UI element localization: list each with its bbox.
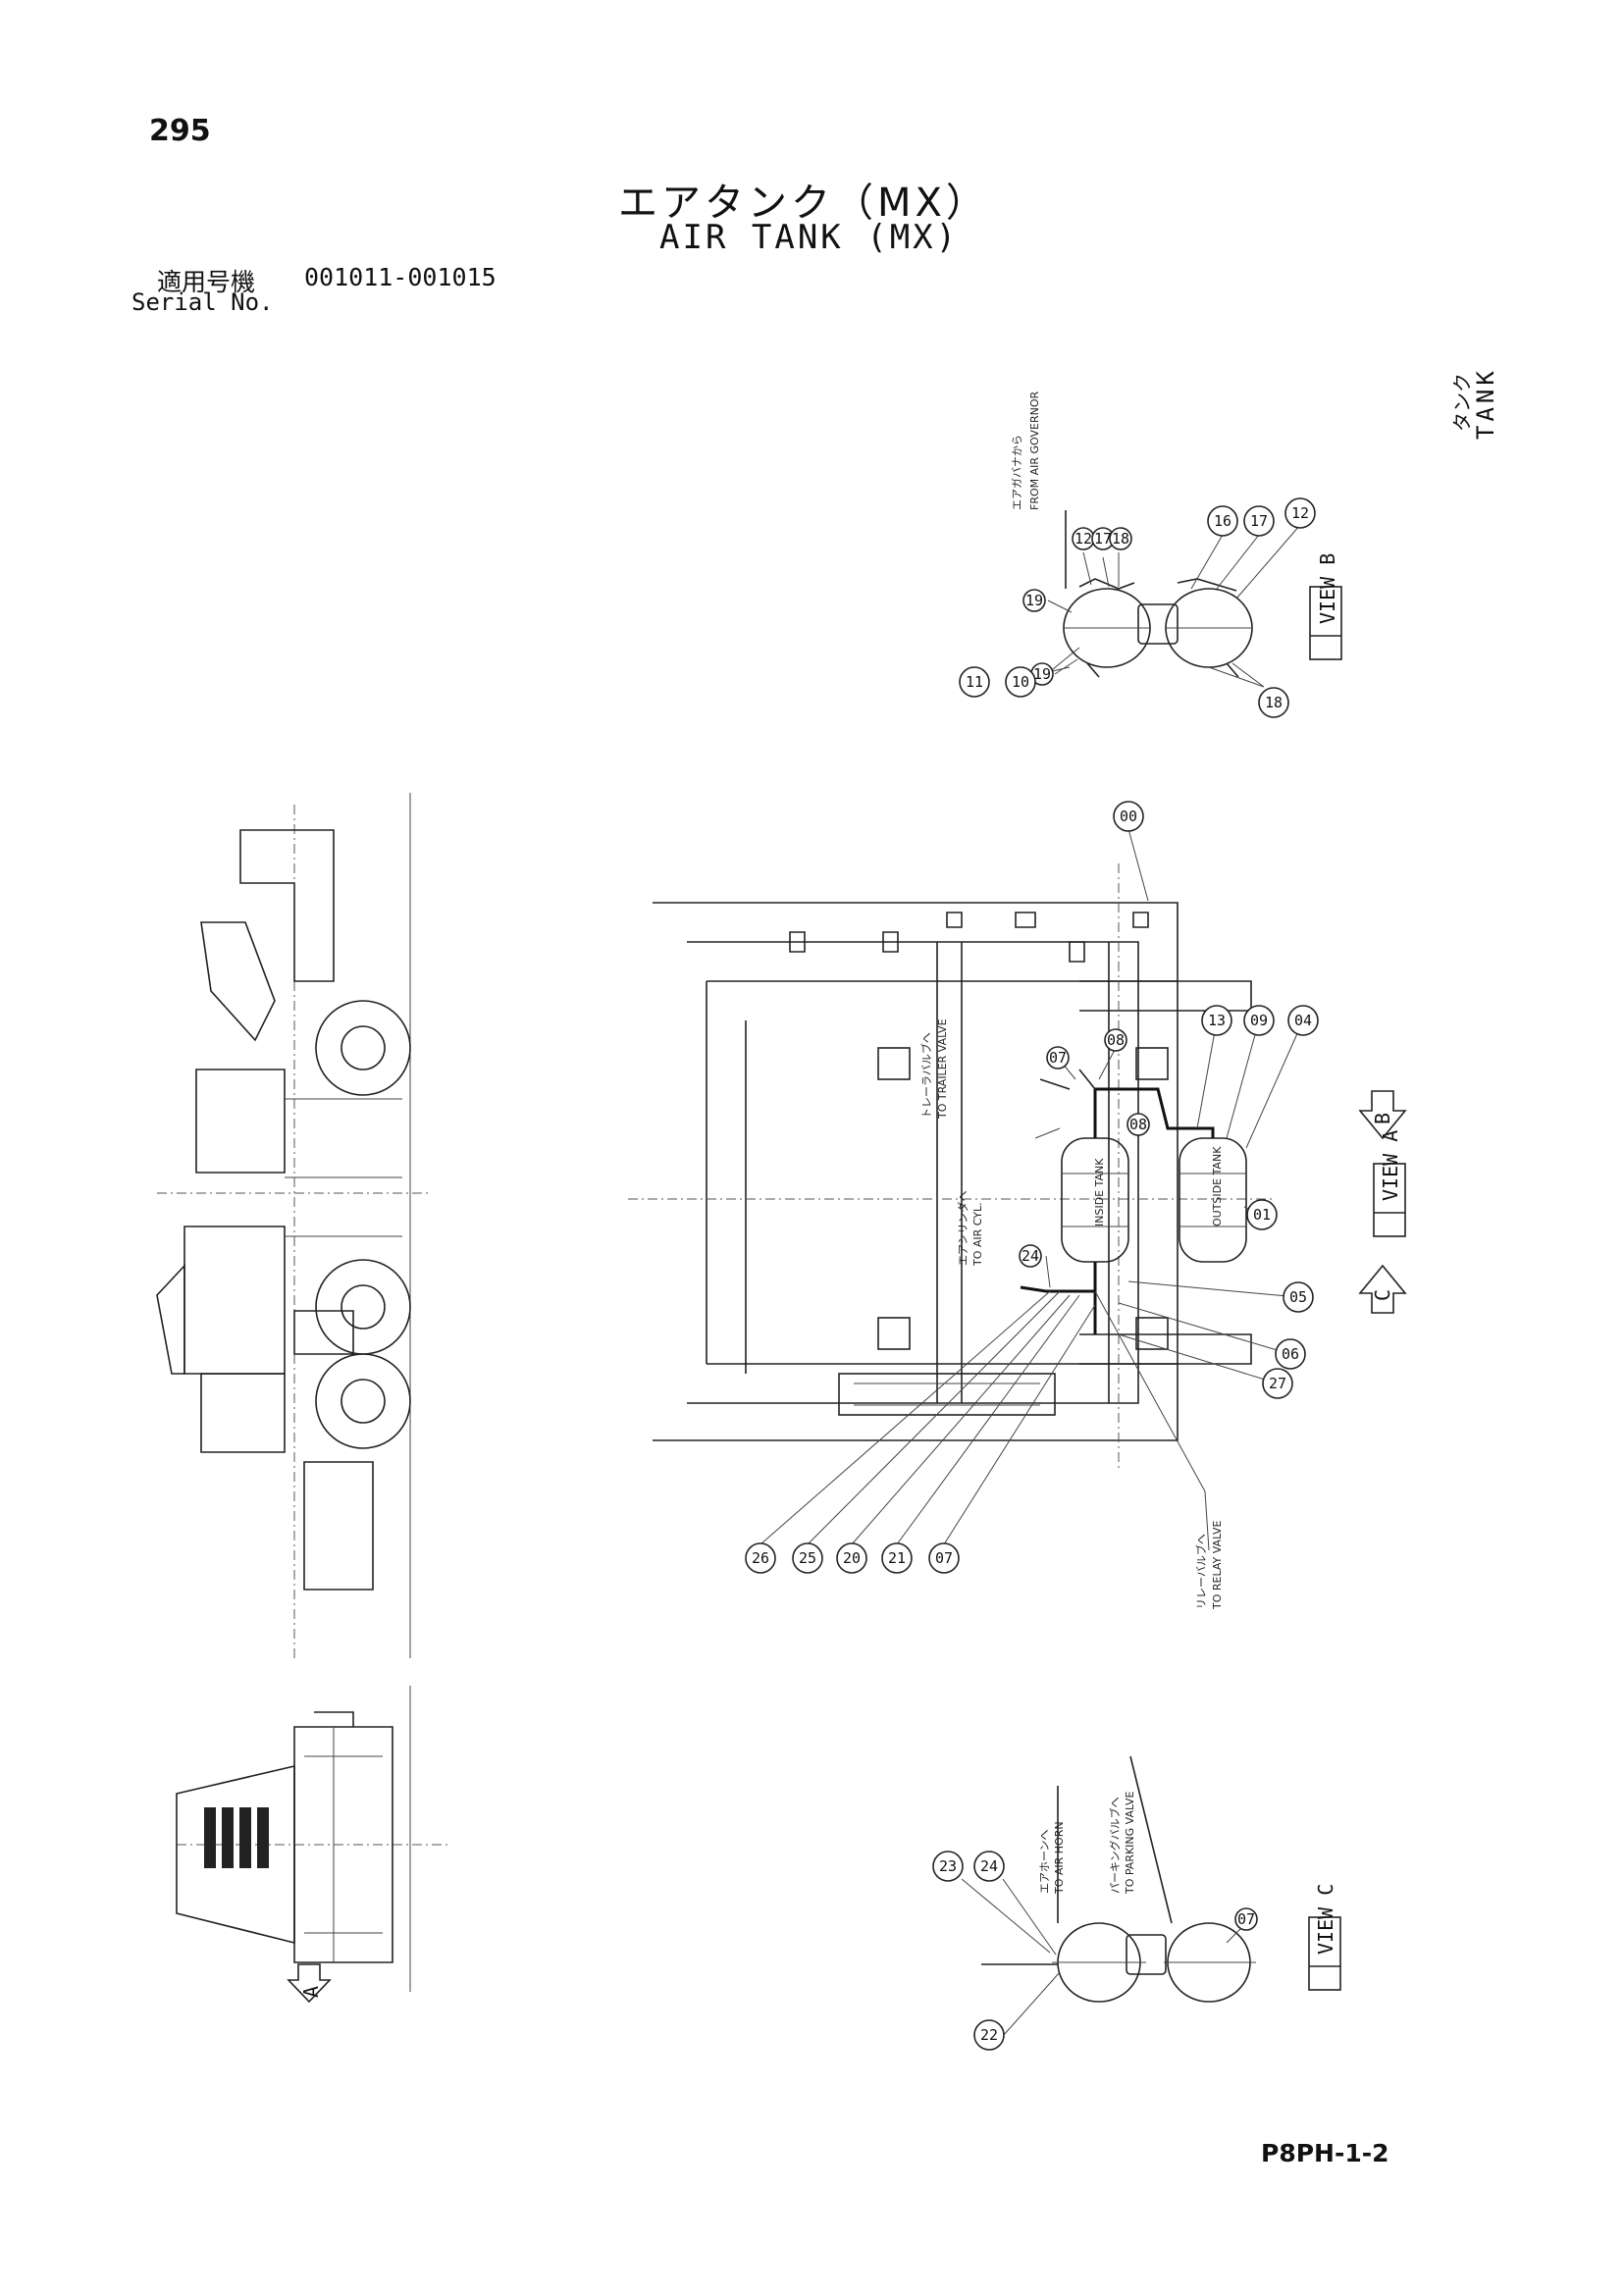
serial-range: 001011-001015 [304, 263, 497, 291]
arrow-c-letter: C [1371, 1289, 1394, 1301]
callout-label: 00 [1120, 808, 1137, 825]
callout-label: 01 [1253, 1206, 1271, 1224]
air-cyl-jp: エアシリンダへ [956, 1190, 969, 1266]
main-plan-drawing: INSIDE TANK OUTSIDE TANK トレーラバルブへ TO TRA… [628, 801, 1407, 1610]
callout-label: 20 [843, 1549, 861, 1567]
from-governor-en: FROM AIR GOVERNOR [1028, 391, 1041, 510]
trailer-valve-jp: トレーラバルブへ [919, 1032, 933, 1119]
callout-label: 06 [1282, 1345, 1299, 1363]
callout-label: 26 [752, 1549, 769, 1567]
page-title-english: AIR TANK (MX) [659, 218, 960, 257]
callout-label: 10 [1012, 673, 1029, 691]
view-b-drawing: VIEW B エアガバナから FROM AIR GOVERNOR 12 17 1… [959, 391, 1342, 718]
air-cyl-en: TO AIR CYL. [971, 1202, 984, 1267]
view-c-callouts: 23 24 22 07 [932, 1851, 1258, 2051]
arrow-a-letter: A [299, 1986, 323, 1998]
page-number: 295 [149, 114, 211, 148]
serial-label-japanese: 適用号機 [157, 268, 256, 296]
callout-label: 18 [1265, 694, 1283, 711]
parking-valve-en: TO PARKING VALVE [1124, 1792, 1136, 1895]
callout-label: 08 [1107, 1031, 1125, 1049]
callout-label: 22 [980, 2026, 998, 2044]
page-title-japanese: エアタンク（MX） [618, 181, 989, 226]
view-b-label: VIEW B [1316, 553, 1339, 624]
view-c-drawing: エアホーンへ TO AIR HORN パーキングバルブへ TO PARKING … [932, 1755, 1341, 2051]
outside-tank-label: OUTSIDE TANK [1211, 1146, 1224, 1226]
callout-label: 12 [1291, 504, 1309, 522]
callout-label: 11 [966, 673, 983, 691]
relay-valve-jp: リレーバルブへ [1194, 1534, 1208, 1609]
from-governor-jp: エアガバナから [1011, 435, 1023, 510]
view-c-label: VIEW C [1314, 1884, 1337, 1955]
callout-label: 07 [1049, 1049, 1067, 1067]
document-code: P8PH-1-2 [1261, 2139, 1389, 2167]
main-view-callouts: 00 13 09 04 01 05 06 27 24 26 25 20 21 0… [745, 801, 1319, 1574]
callout-label: 18 [1112, 530, 1129, 548]
callout-label: 13 [1208, 1012, 1226, 1029]
callout-label: 16 [1214, 512, 1231, 530]
view-b-callouts: 12 17 18 16 17 12 19 19 11 10 18 [959, 497, 1316, 718]
air-horn-jp: エアホーンへ [1038, 1830, 1051, 1894]
callout-label: 12 [1074, 530, 1092, 548]
trailer-valve-en: TO TRAILER VALVE [936, 1018, 949, 1120]
callout-label: 07 [935, 1549, 953, 1567]
parking-valve-jp: パーキングバルブへ [1108, 1797, 1122, 1894]
callout-label: 19 [1025, 592, 1043, 609]
callout-label: 19 [1033, 665, 1051, 683]
callout-label: 17 [1094, 530, 1112, 548]
callout-label: 24 [980, 1857, 998, 1875]
machine-front-view: A [176, 1686, 451, 2004]
callout-label: 08 [1129, 1116, 1147, 1133]
callout-label: 07 [1237, 1910, 1255, 1928]
view-a-label: VIEW A [1379, 1130, 1402, 1201]
inside-tank-label: INSIDE TANK [1093, 1158, 1106, 1226]
callout-label: 23 [939, 1857, 957, 1875]
callout-label: 04 [1294, 1012, 1312, 1029]
callout-label: 25 [799, 1549, 816, 1567]
callout-label: 09 [1250, 1012, 1268, 1029]
callout-label: 21 [888, 1549, 906, 1567]
callout-label: 17 [1250, 512, 1268, 530]
machine-side-view [156, 793, 432, 1658]
serial-label-english: Serial No. [131, 288, 274, 316]
callout-label: 24 [1022, 1247, 1039, 1265]
air-horn-en: TO AIR HORN [1053, 1821, 1066, 1895]
relay-valve-en: TO RELAY VALVE [1211, 1520, 1224, 1610]
callout-label: 05 [1289, 1288, 1307, 1306]
callout-label: 27 [1269, 1375, 1286, 1392]
arrow-b-letter: B [1371, 1113, 1394, 1124]
